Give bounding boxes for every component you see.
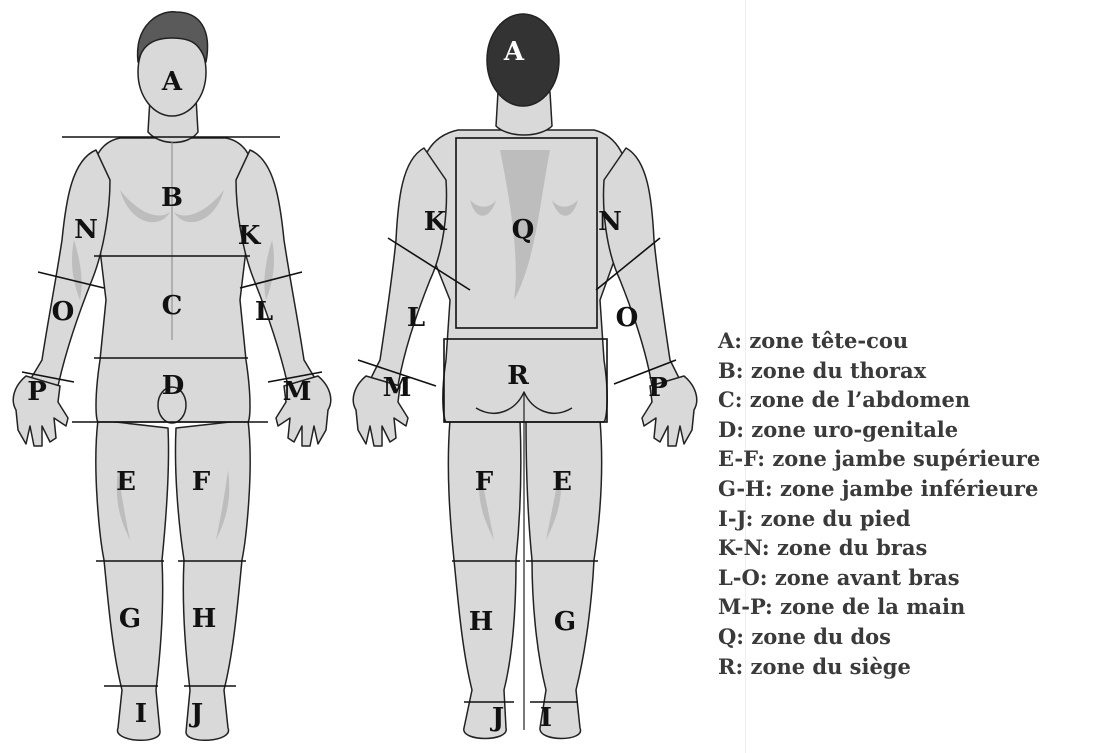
front-label-e: E [116,467,136,497]
back-label-l: L [407,303,425,333]
zone-legend: A: zone tête-cou B: zone du thorax C: zo… [718,326,1040,681]
front-label-m: M [283,377,312,407]
back-label-f: F [475,467,494,497]
back-label-e: E [552,467,572,497]
front-label-g: G [119,604,141,634]
legend-item: C: zone de l’abdomen [718,385,1040,415]
legend-item: R: zone du siège [718,652,1040,682]
front-label-b: B [161,183,183,213]
back-label-q: Q [512,215,535,245]
front-right-leg [175,420,250,740]
front-label-l: L [255,297,273,327]
back-label-r: R [507,361,529,391]
legend-item: I-J: zone du pied [718,504,1040,534]
back-label-p: P [648,373,668,403]
legend-item: Q: zone du dos [718,622,1040,652]
legend-item: L-O: zone avant bras [718,563,1040,593]
front-label-d: D [162,371,185,401]
front-label-h: H [192,604,217,634]
front-label-c: C [162,291,183,321]
front-right-arm [236,150,316,386]
front-label-j: J [189,699,203,729]
front-label-p: P [27,377,47,407]
legend-item: B: zone du thorax [718,356,1040,386]
back-label-a: A [503,37,525,67]
back-label-n: N [598,207,622,237]
back-label-k: K [424,207,448,237]
back-right-arm [604,148,680,386]
legend-item: A: zone tête-cou [718,326,1040,356]
front-label-o: O [52,297,75,327]
back-label-j: J [490,703,504,733]
front-label-f: F [192,467,211,497]
back-label-h: H [469,607,494,637]
legend-item: M-P: zone de la main [718,592,1040,622]
back-label-m: M [383,373,412,403]
legend-item: D: zone uro-genitale [718,415,1040,445]
back-label-g: G [554,607,576,637]
front-label-k: K [238,221,262,251]
front-label-n: N [74,215,98,245]
front-left-arm [30,150,110,386]
legend-item: E-F: zone jambe supérieure [718,444,1040,474]
back-label-i: I [540,703,552,733]
front-label-a: A [161,67,183,97]
legend-item: G-H: zone jambe inférieure [718,474,1040,504]
back-label-o: O [616,303,639,333]
front-label-i: I [135,699,147,729]
legend-item: K-N: zone du bras [718,533,1040,563]
